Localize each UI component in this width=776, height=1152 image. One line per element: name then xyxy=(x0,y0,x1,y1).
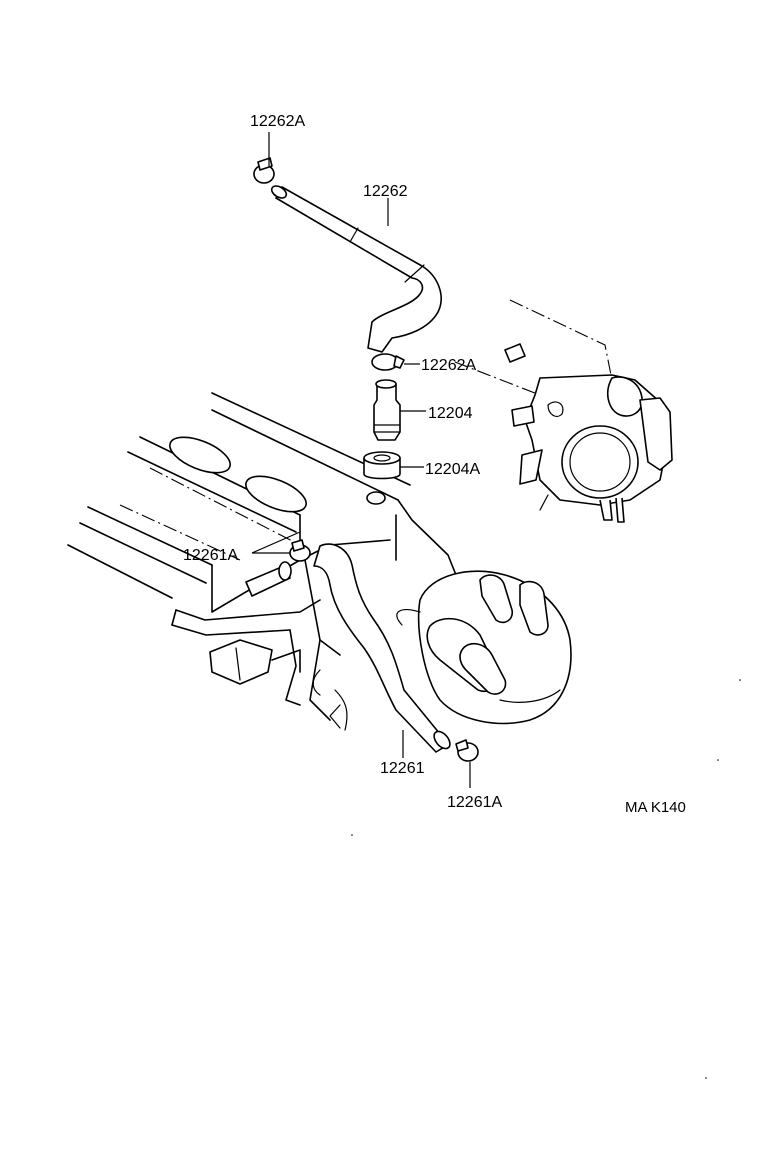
hose-clamp-bottom xyxy=(455,739,479,762)
label-clamp-top: 12262A xyxy=(250,113,305,130)
distributor-assembly xyxy=(396,570,572,725)
pcv-valve-12204 xyxy=(373,379,401,441)
label-hose-upper: 12262 xyxy=(363,183,408,200)
throttle-body-assembly xyxy=(454,299,673,523)
label-grommet: 12204A xyxy=(425,461,480,478)
label-clamp-left: 12261A xyxy=(183,547,238,564)
hose-clamp-left xyxy=(289,539,311,562)
grommet-12204A xyxy=(363,451,401,480)
hose-clamp-top xyxy=(253,157,275,184)
engine-assembly xyxy=(67,392,459,731)
label-clamp-bottom: 12261A xyxy=(447,794,502,811)
reference-code: MA K140 xyxy=(625,799,686,816)
upper-hose-12262 xyxy=(270,185,442,353)
label-pcv-valve: 12204 xyxy=(428,405,473,422)
leader-lines xyxy=(251,132,471,788)
label-clamp-mid: 12262A xyxy=(421,357,476,374)
lower-hose-12261 xyxy=(313,543,451,753)
label-hose-lower: 12261 xyxy=(380,760,425,777)
hose-clamp-middle xyxy=(371,353,405,371)
